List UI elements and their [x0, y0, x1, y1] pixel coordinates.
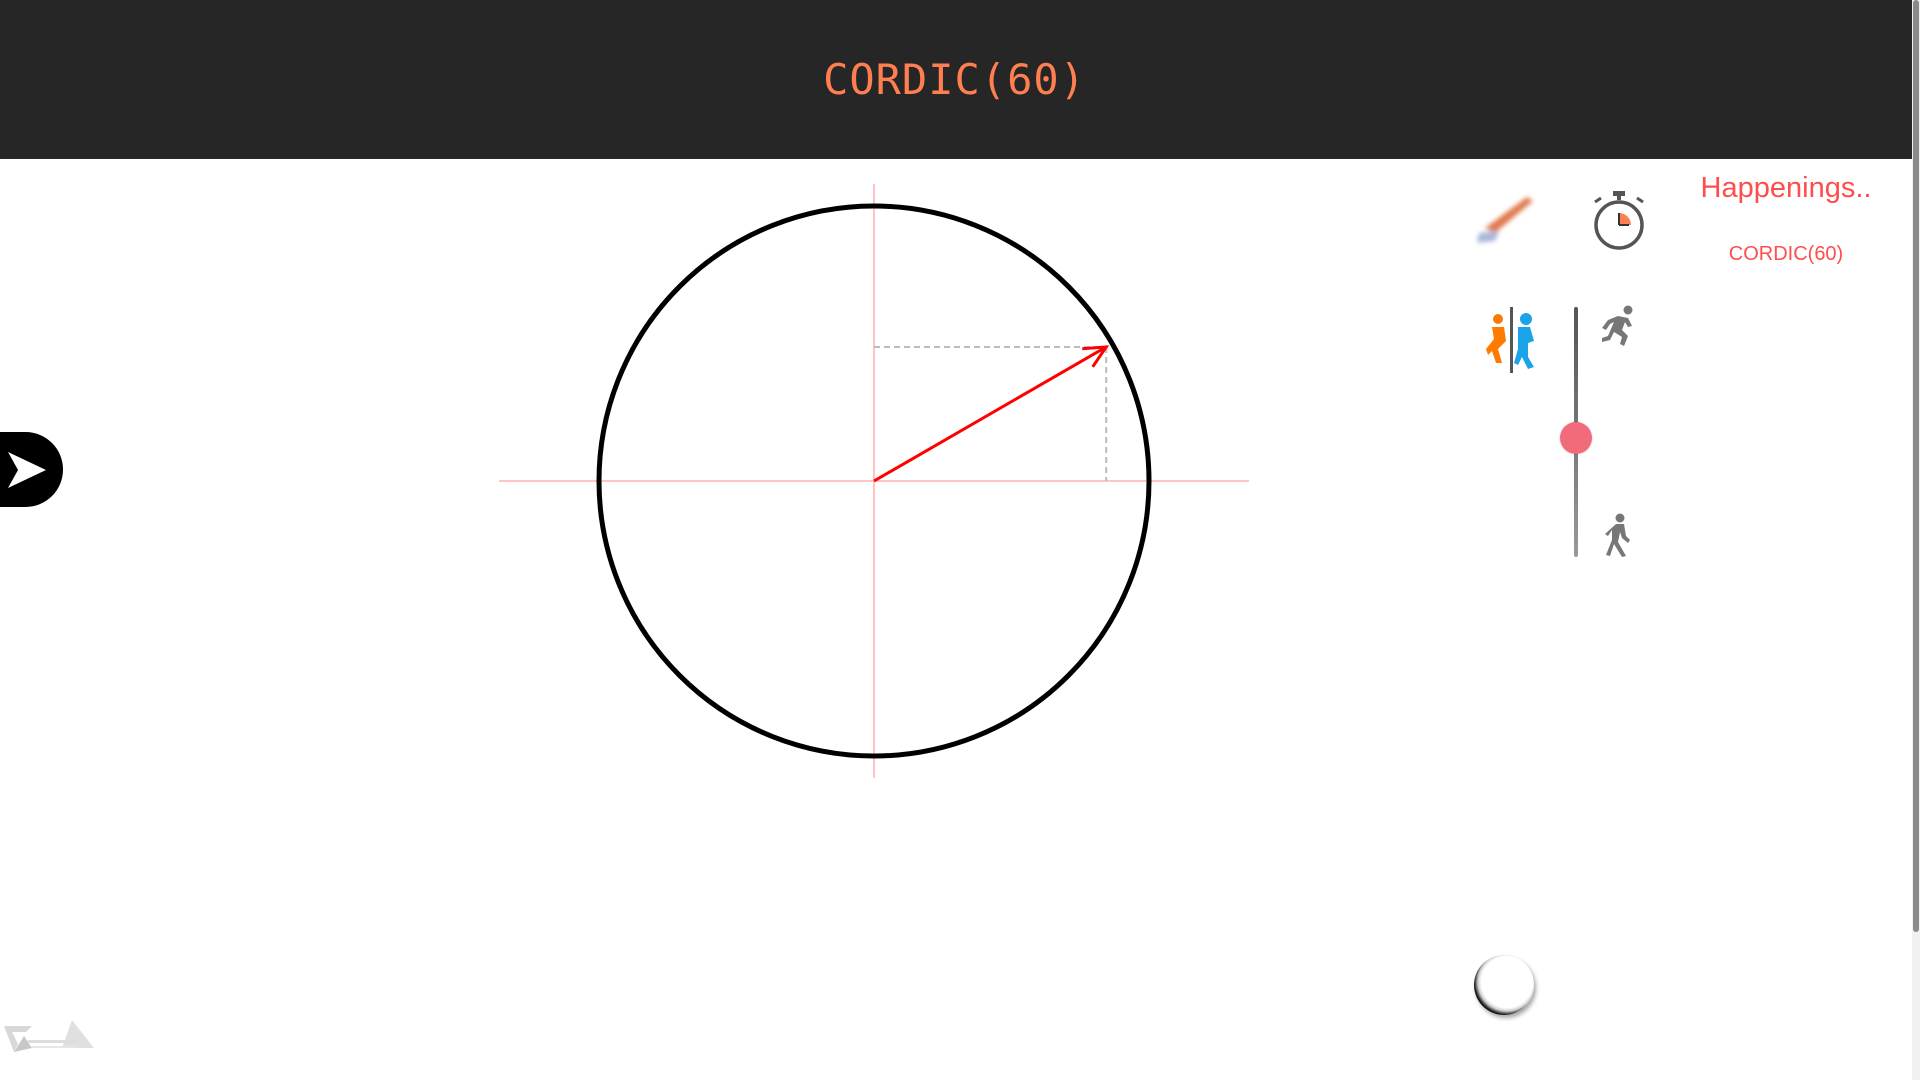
happenings-item: CORDIC(60)	[1728, 243, 1844, 265]
page-title: CORDIC(60)	[823, 55, 1086, 104]
header-bar: CORDIC(60)	[0, 0, 1912, 159]
logo-icon	[2, 1018, 97, 1066]
unit-circle	[596, 203, 1152, 759]
side-panel-toggle-button[interactable]	[0, 432, 63, 507]
loading-spinner-icon	[1474, 955, 1534, 1015]
running-icon[interactable]	[1598, 304, 1638, 348]
rotation-vector	[873, 345, 1107, 483]
play-arrow-icon	[8, 451, 46, 488]
scrollbar-thumb[interactable]	[1913, 0, 1919, 932]
speed-slider-knob[interactable]	[1560, 422, 1592, 454]
portal-step-icon[interactable]	[1484, 305, 1540, 375]
vector-arrowhead	[1082, 345, 1110, 368]
walking-icon[interactable]	[1600, 512, 1636, 558]
paintbrush-icon[interactable]	[1465, 183, 1545, 253]
stopwatch-icon[interactable]	[1589, 188, 1649, 252]
happenings-title: Happenings..	[1700, 172, 1872, 204]
cordic-canvas	[499, 184, 1249, 778]
scrollbar[interactable]	[1912, 0, 1920, 1080]
